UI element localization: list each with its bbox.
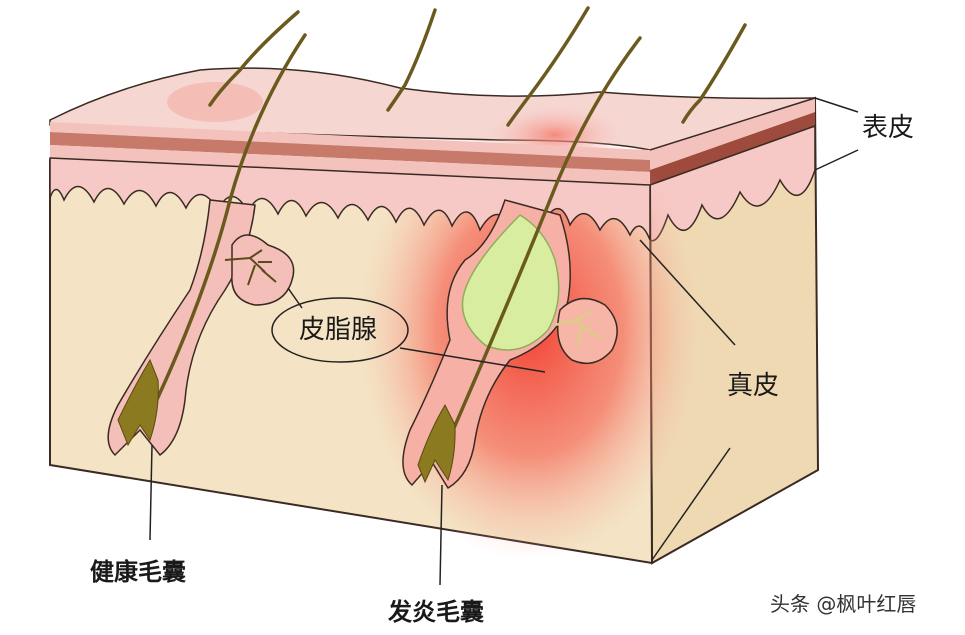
papillary-dermis <box>49 157 651 241</box>
pus-pocket <box>461 214 560 351</box>
block-side-face <box>648 96 820 565</box>
epidermis-front-layers <box>50 122 650 185</box>
epidermis-label: 表皮 <box>862 113 915 143</box>
watermark: 头条 @枫叶红唇 <box>770 592 917 616</box>
dermis-label: 真皮 <box>727 371 780 401</box>
sebaceous-gland-label: 皮脂腺 <box>299 315 378 345</box>
hair-shafts <box>143 6 747 462</box>
sebaceous-label-oval <box>271 297 409 363</box>
inflamed-follicle-label: 发炎毛囊 <box>388 598 484 626</box>
healthy-sebaceous-gland <box>224 234 295 306</box>
inflamed-sebaceous-gland <box>554 297 618 365</box>
leader-lines <box>149 97 859 586</box>
healthy-follicle-label: 健康毛囊 <box>90 558 186 586</box>
hair-roots <box>117 358 456 484</box>
